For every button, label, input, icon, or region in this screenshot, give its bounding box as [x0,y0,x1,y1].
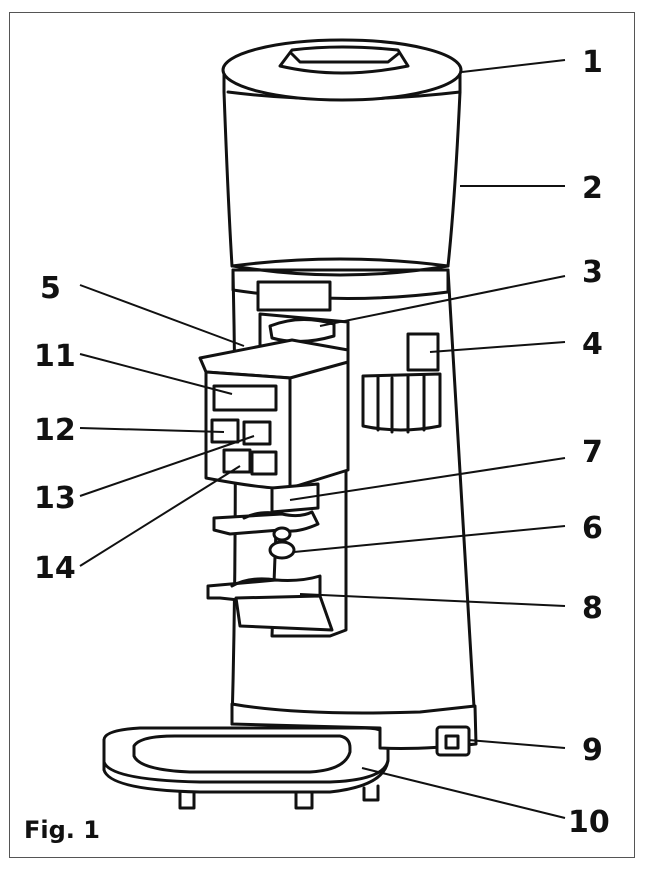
dosing-area [206,482,334,632]
callout-12: 12 [34,413,76,448]
callout-3: 3 [582,255,603,290]
callout-11: 11 [34,339,76,374]
callout-4: 4 [582,327,603,362]
callout-9: 9 [582,733,603,768]
callout-1: 1 [582,45,603,80]
base-tray [102,726,390,810]
figure-label: Fig. 1 [24,816,100,844]
callout-5: 5 [40,271,61,306]
callout-2: 2 [582,171,603,206]
callout-8: 8 [582,591,603,626]
adjustment-collar [256,280,442,434]
callout-14: 14 [34,551,76,586]
leader-lines [79,59,566,819]
callout-13: 13 [34,481,76,516]
figure-frame [9,12,635,858]
callout-6: 6 [582,511,603,546]
hopper-lid [221,38,463,102]
callout-10: 10 [568,805,610,840]
bean-hopper [222,68,462,301]
callout-7: 7 [582,435,603,470]
